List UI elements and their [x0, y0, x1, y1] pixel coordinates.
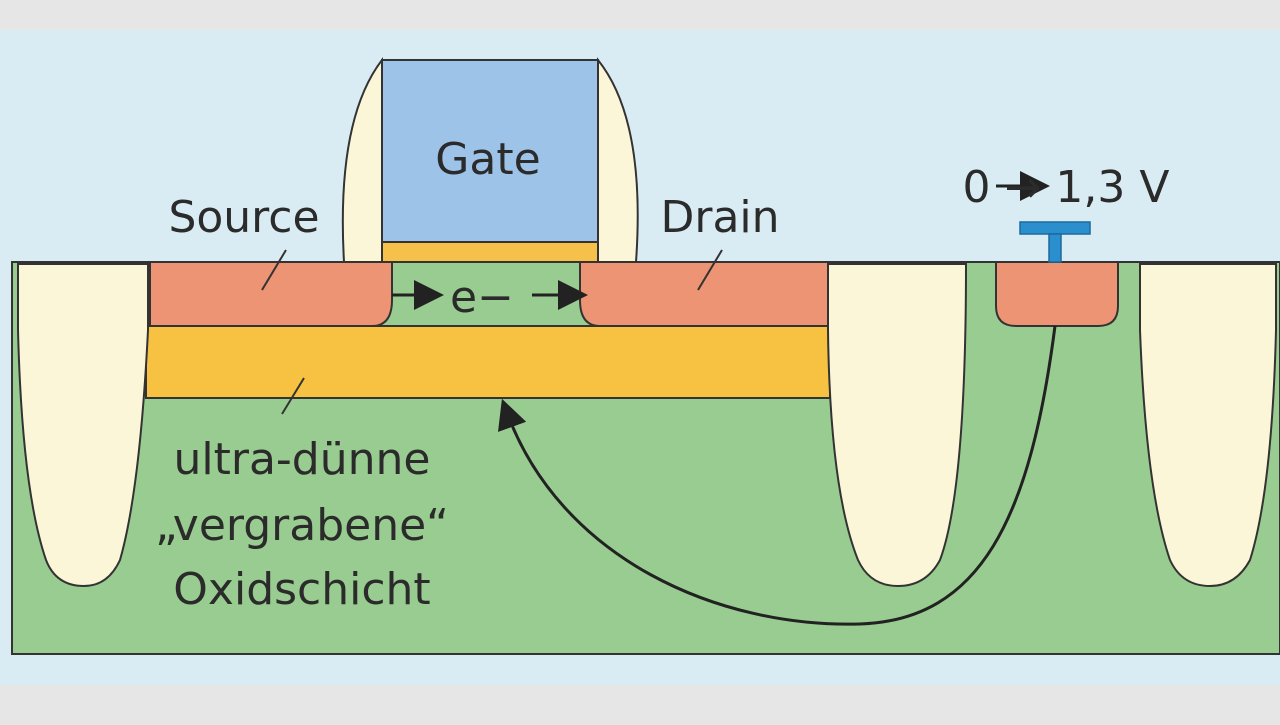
isolation-trench-middle	[827, 263, 968, 588]
source-region	[149, 261, 393, 327]
back-bias-field-arrow	[498, 325, 1057, 626]
voltage-label: 0 → 1,3 V	[963, 162, 1170, 213]
electron-label: e−	[450, 272, 514, 323]
drain-region	[579, 261, 829, 327]
source-leader-line	[261, 249, 287, 291]
contact-stem	[1048, 233, 1062, 263]
isolation-trench-left	[17, 263, 149, 588]
oxide-label-line1: ultra-dünne	[174, 434, 431, 485]
left-spacer	[341, 57, 383, 263]
isolation-trench-right	[1139, 263, 1277, 588]
oxide-label-line3: Oxidschicht	[173, 564, 430, 615]
oxide-leader-line	[281, 377, 305, 415]
drain-label: Drain	[660, 192, 779, 243]
source-label: Source	[168, 192, 319, 243]
drain-leader-line	[697, 249, 723, 291]
right-spacer	[597, 57, 639, 263]
gate-oxide	[381, 241, 599, 263]
oxide-label-line2: „vergrabene“	[155, 500, 449, 551]
contact-pad	[1019, 221, 1091, 235]
gate-label: Gate	[435, 134, 540, 185]
back-bias-well	[995, 261, 1119, 327]
gate-electrode	[381, 59, 599, 243]
buried-oxide-layer	[145, 325, 831, 399]
